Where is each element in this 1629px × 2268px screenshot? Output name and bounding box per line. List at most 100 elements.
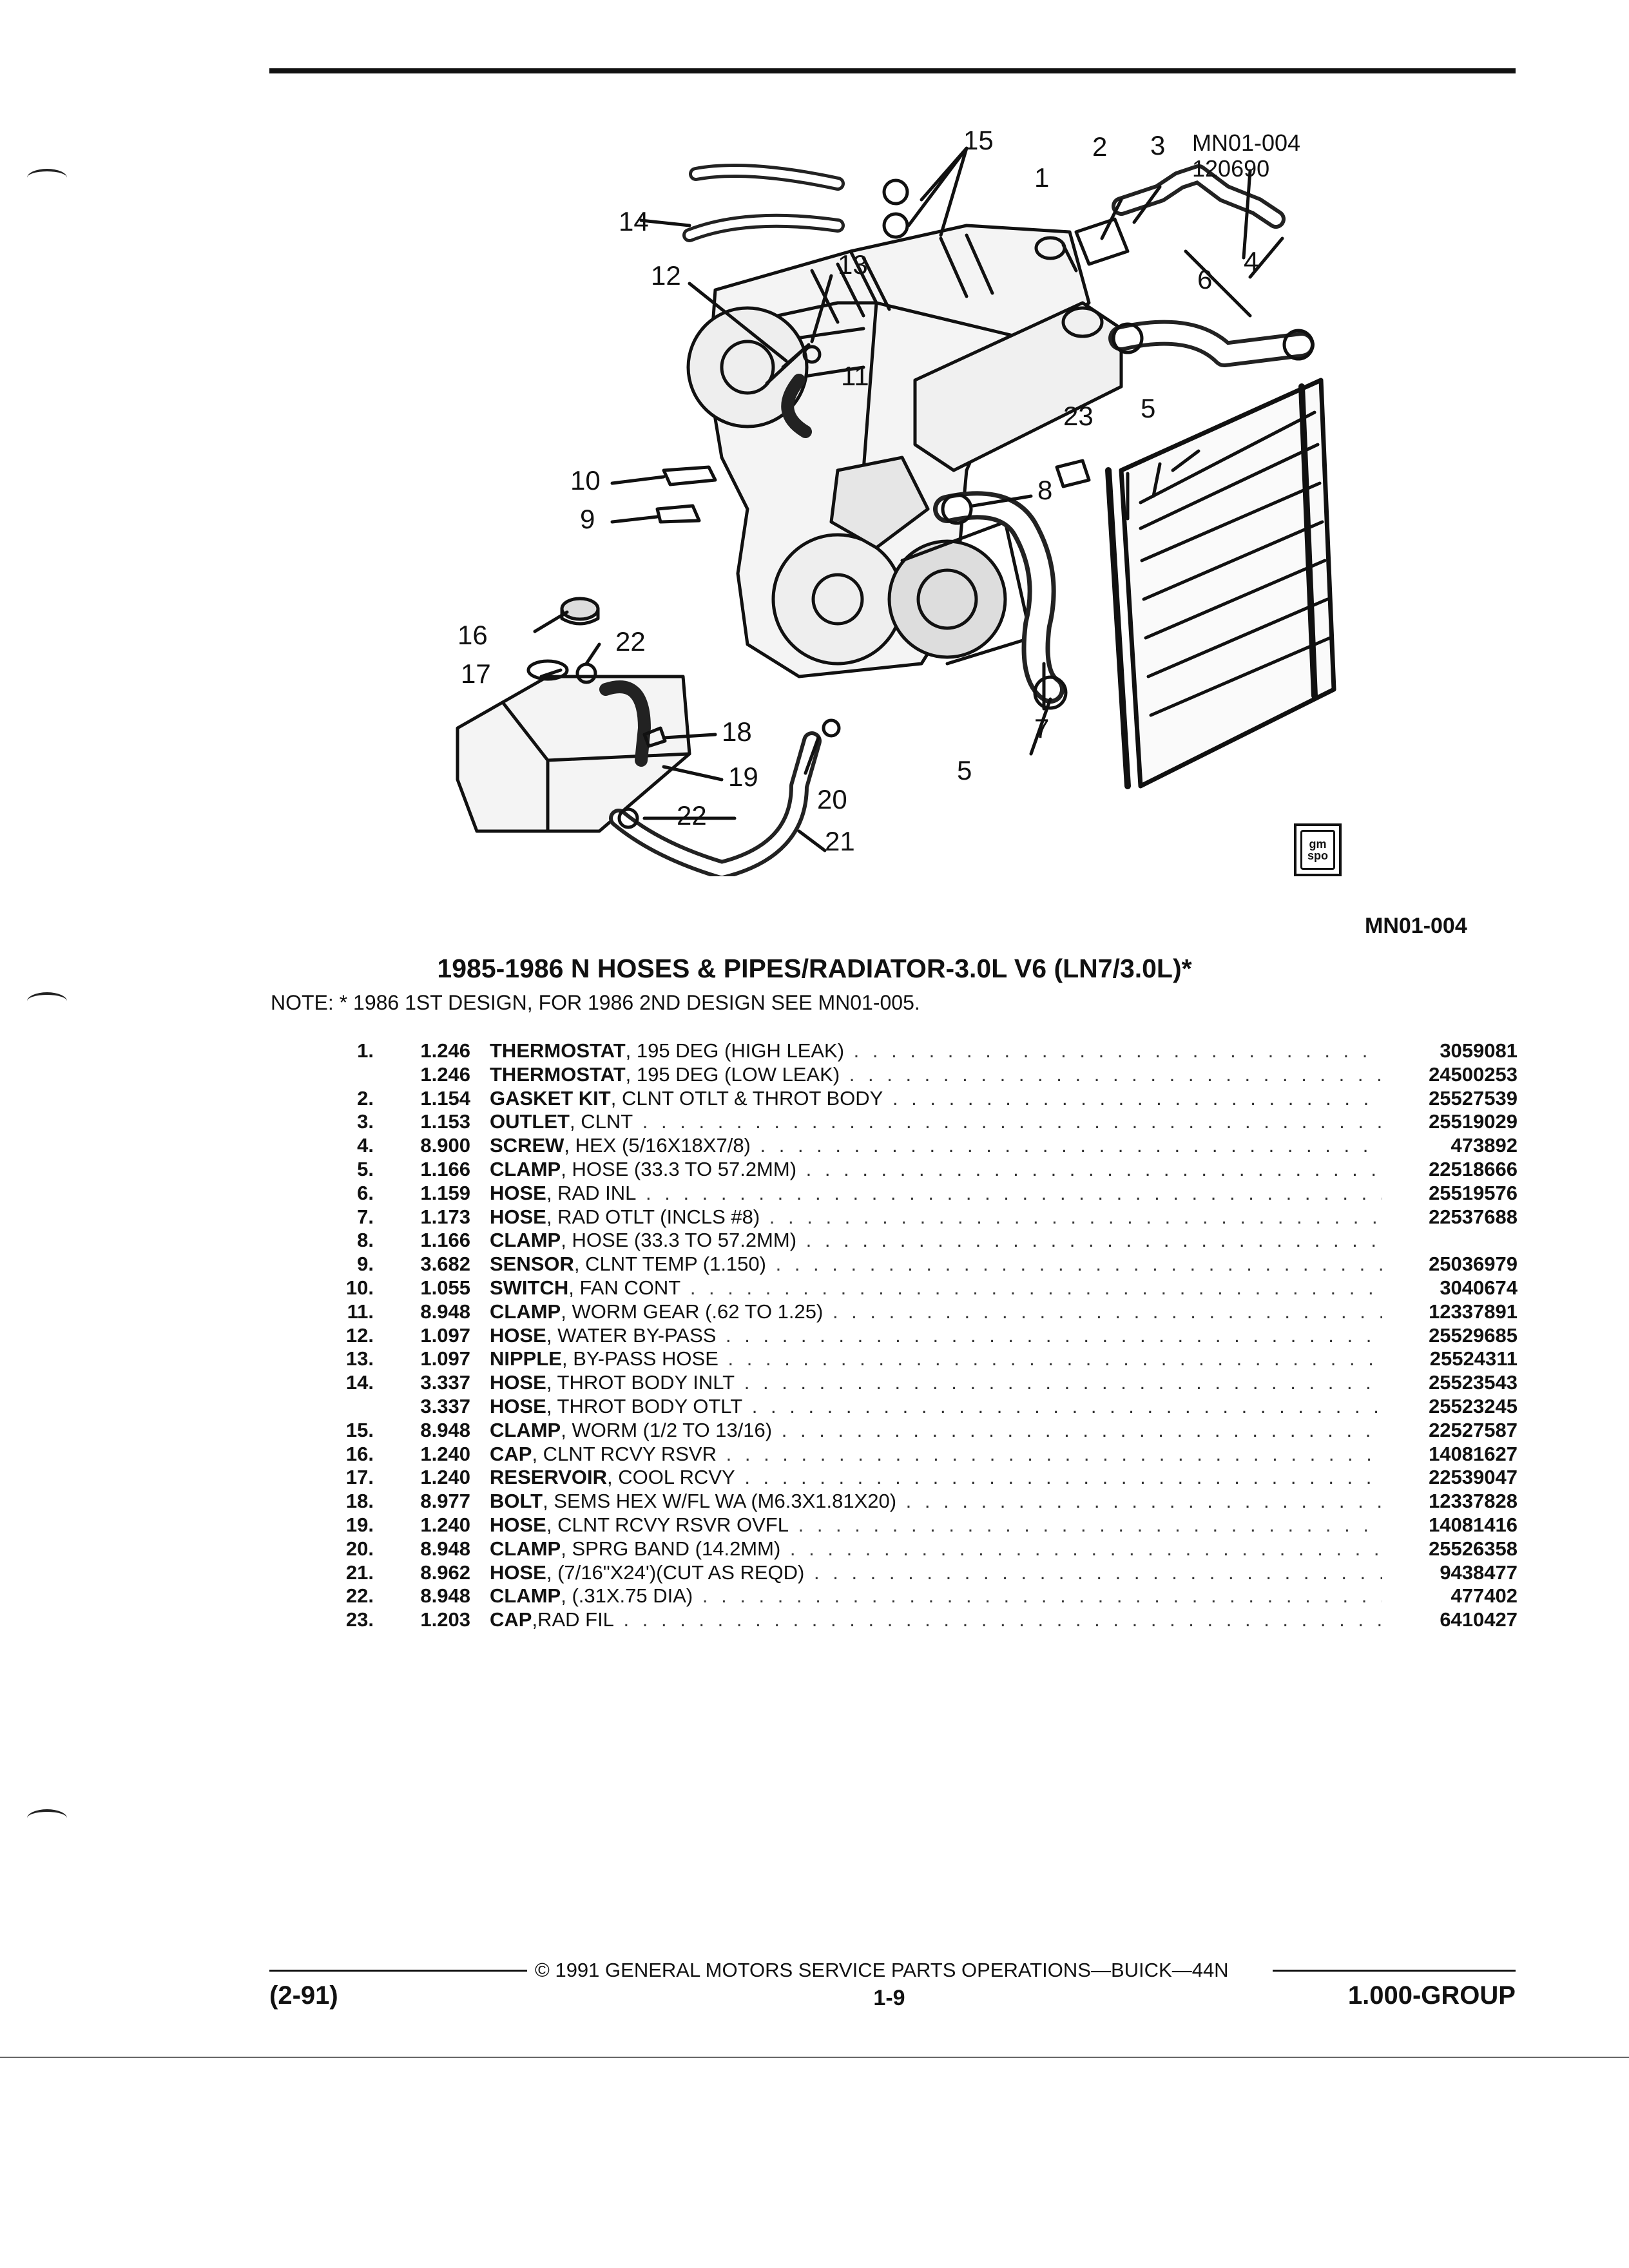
callout-4: 4 (1244, 246, 1258, 276)
part-number: 25523245 (1429, 1394, 1518, 1418)
binder-hole-mark (27, 1809, 67, 1827)
callout-13: 13 (838, 249, 868, 280)
item-number: 16. (345, 1442, 374, 1465)
item-detail: , WATER BY-PASS (546, 1323, 717, 1347)
item-name: CLAMP (490, 1537, 561, 1560)
gm-spo-logo-text: gm spo (1300, 830, 1335, 870)
item-name: NIPPLE (490, 1347, 562, 1370)
callout-12: 12 (651, 260, 681, 291)
callout-17: 17 (461, 658, 491, 689)
callout-10: 10 (570, 465, 601, 495)
item-description: NIPPLE, BY-PASS HOSE . . . . . . . . . .… (470, 1347, 1382, 1371)
dot-leader: . . . . . . . . . . . . . . . . . . . . … (832, 1300, 1382, 1323)
item-code: 1.055 (420, 1276, 470, 1299)
exploded-parts-diagram: 15 14 13 12 11 10 9 8 7 6 5 4 3 2 1 23 5… (387, 110, 1366, 879)
dot-leader: . . . . . . . . . . . . . . . . . . . . … (642, 1110, 1382, 1133)
dot-leader: . . . . . . . . . . . . . . . . . . . . … (905, 1490, 1382, 1513)
item-code: 1.203 (420, 1608, 470, 1631)
part-number: 25526358 (1429, 1537, 1518, 1560)
callout-15: 15 (963, 125, 994, 155)
item-code: 8.962 (420, 1561, 470, 1584)
dot-leader: . . . . . . . . . . . . . . . . . . . . … (805, 1157, 1382, 1180)
item-code: 8.948 (420, 1584, 470, 1608)
revision-date: (2-91) (269, 1981, 338, 2010)
item-name: SCREW (490, 1134, 564, 1157)
footer-rule-right (1273, 1970, 1516, 1972)
item-description: HOSE, (7/16"X24')(CUT AS REQD) . . . . .… (470, 1561, 1382, 1585)
item-code: 1.097 (420, 1347, 470, 1370)
item-name: HOSE (490, 1513, 546, 1536)
footer-rule-left (269, 1970, 527, 1972)
dot-leader: . . . . . . . . . . . . . . . . . . . . … (728, 1347, 1382, 1370)
diagram-ref-number: 120690 (1192, 155, 1270, 182)
item-number: 23. (345, 1608, 374, 1631)
item-name: OUTLET (490, 1110, 570, 1133)
dot-leader: . . . . . . . . . . . . . . . . . . . . … (744, 1371, 1382, 1394)
item-name: HOSE (490, 1561, 546, 1584)
item-code: 1.159 (420, 1181, 470, 1204)
item-code: 1.246 (420, 1039, 470, 1062)
item-number: 11. (347, 1300, 374, 1323)
item-number: 17. (345, 1466, 374, 1489)
diagram-reference: MN01-004 120690 (1192, 130, 1300, 182)
item-description: CAP, CLNT RCVY RSVR . . . . . . . . . . … (470, 1443, 1382, 1466)
item-description: GASKET KIT, CLNT OTLT & THROT BODY . . .… (470, 1087, 1382, 1111)
item-detail: , HOSE (33.3 TO 57.2MM) (561, 1229, 797, 1252)
part-number: 25527539 (1429, 1086, 1518, 1110)
item-name: CLAMP (490, 1157, 561, 1180)
item-detail: , BY-PASS HOSE (561, 1347, 718, 1370)
callout-11: 11 (841, 361, 869, 391)
part-number: 24500253 (1429, 1062, 1518, 1086)
callout-3: 3 (1150, 130, 1165, 160)
item-detail: , WORM GEAR (.62 TO 1.25) (561, 1300, 824, 1323)
item-description: HOSE, THROT BODY OTLT . . . . . . . . . … (470, 1395, 1382, 1419)
dot-leader: . . . . . . . . . . . . . . . . . . . . … (769, 1205, 1382, 1228)
part-number: 12337828 (1429, 1490, 1518, 1513)
item-name: HOSE (490, 1323, 546, 1347)
callout-7: 7 (1034, 713, 1049, 744)
item-name: CLAMP (490, 1418, 561, 1441)
page-number: 1-9 (873, 1986, 905, 2010)
part-number: 25519029 (1429, 1110, 1518, 1133)
design-note: NOTE: * 1986 1ST DESIGN, FOR 1986 2ND DE… (271, 991, 920, 1014)
item-code: 3.682 (420, 1253, 470, 1276)
part-number: 9438477 (1440, 1561, 1518, 1584)
item-detail: , CLNT RCVY RSVR (532, 1442, 717, 1465)
part-number: 14081416 (1429, 1513, 1518, 1536)
item-detail: , CLNT TEMP (1.150) (574, 1253, 766, 1276)
item-number: 14. (345, 1371, 374, 1394)
item-name: RESERVOIR (490, 1466, 608, 1489)
dot-leader: . . . . . . . . . . . . . . . . . . . . … (646, 1181, 1382, 1204)
item-number: 9. (357, 1253, 374, 1276)
item-code: 8.948 (420, 1300, 470, 1323)
item-number: 20. (345, 1537, 374, 1560)
dot-leader: . . . . . . . . . . . . . . . . . . . . … (781, 1418, 1382, 1441)
part-number: 22518666 (1429, 1157, 1518, 1180)
item-detail: ,RAD FIL (532, 1608, 614, 1631)
item-description: HOSE, THROT BODY INLT . . . . . . . . . … (470, 1371, 1382, 1395)
item-code: 1.166 (420, 1157, 470, 1180)
dot-leader: . . . . . . . . . . . . . . . . . . . . … (751, 1394, 1382, 1418)
item-detail: , SEMS HEX W/FL WA (M6.3X1.81X20) (543, 1490, 897, 1513)
item-name: HOSE (490, 1205, 546, 1228)
item-description: THERMOSTAT, 195 DEG (HIGH LEAK) . . . . … (470, 1039, 1382, 1063)
copyright-notice: © 1991 GENERAL MOTORS SERVICE PARTS OPER… (535, 1959, 1229, 1981)
item-number: 15. (345, 1418, 374, 1441)
item-number: 2. (357, 1086, 374, 1110)
dot-leader: . . . . . . . . . . . . . . . . . . . . … (623, 1608, 1382, 1631)
item-description: RESERVOIR, COOL RCVY . . . . . . . . . .… (470, 1466, 1382, 1490)
item-detail: , SPRG BAND (14.2MM) (561, 1537, 781, 1560)
item-description: HOSE, WATER BY-PASS . . . . . . . . . . … (470, 1324, 1382, 1348)
part-number: 14081627 (1429, 1442, 1518, 1465)
part-number: 12337891 (1429, 1300, 1518, 1323)
item-detail: , CLNT OTLT & THROT BODY (610, 1086, 883, 1110)
callout-5-lower: 5 (957, 755, 972, 785)
